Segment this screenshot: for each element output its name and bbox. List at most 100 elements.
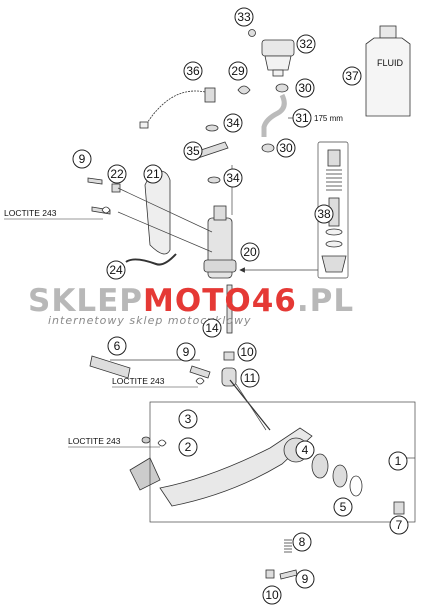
callout-number: 20 [243, 245, 257, 259]
callout-circle [202, 318, 222, 338]
clip-part [237, 85, 251, 95]
callout-5: 5 [333, 497, 353, 517]
callout-number: 10 [240, 345, 254, 359]
bearing-part [311, 453, 329, 479]
callout-35: 35 [183, 141, 203, 161]
callout-34: 34 [223, 168, 243, 188]
callout-34: 34 [223, 113, 243, 133]
callout-number: 31 [295, 111, 309, 125]
callout-number: 34 [226, 116, 240, 130]
loctite-drop-3 [157, 439, 167, 447]
callout-circle [176, 342, 196, 362]
callout-number: 14 [205, 321, 219, 335]
bolt-mid [189, 365, 211, 379]
callout-circle [72, 149, 92, 169]
callout-circle [223, 168, 243, 188]
callout-9: 9 [295, 569, 315, 589]
callout-9: 9 [176, 342, 196, 362]
callout-30: 30 [295, 78, 315, 98]
callout-number: 36 [186, 64, 200, 78]
callout-circle [388, 451, 408, 471]
callout-number: 10 [265, 588, 279, 602]
callout-number: 4 [302, 443, 309, 457]
callout-37: 37 [342, 66, 362, 86]
callout-circle [240, 242, 260, 262]
pedal-assembly-frame [149, 401, 416, 523]
callout-20: 20 [240, 242, 260, 262]
callout-33: 33 [234, 7, 254, 27]
brake-sensor-part [139, 87, 216, 129]
hose-part [261, 93, 287, 137]
callout-circle [262, 585, 282, 605]
heat-shield-part [144, 170, 171, 255]
callout-number: 1 [395, 454, 402, 468]
callout-number: 5 [340, 500, 347, 514]
callout-circle [234, 7, 254, 27]
callout-6: 6 [107, 336, 127, 356]
nut-part [111, 183, 121, 193]
callout-number: 34 [226, 171, 240, 185]
screw-part [248, 29, 256, 37]
callout-4: 4 [295, 440, 315, 460]
callout-38: 38 [314, 204, 334, 224]
watermark-logo: SKLEPMOTO46.PL [28, 283, 354, 319]
callout-circle [295, 78, 315, 98]
callout-30: 30 [276, 138, 296, 158]
callout-circle [333, 497, 353, 517]
bolt-upper-left [87, 177, 103, 185]
master-cylinder-part [203, 205, 237, 279]
callout-circle [292, 108, 312, 128]
callout-number: 3 [185, 412, 192, 426]
callout-number: 30 [298, 81, 312, 95]
seal-ring-part [349, 475, 363, 497]
callout-22: 22 [107, 164, 127, 184]
watermark-part-46: 46 [252, 283, 297, 319]
callout-36: 36 [183, 61, 203, 81]
watermark: SKLEPMOTO46.PL internetowy sklep motocyk… [28, 283, 354, 327]
callout-9: 9 [72, 149, 92, 169]
callout-number: 9 [302, 572, 309, 586]
callout-circle [292, 532, 312, 552]
callout-circle [295, 569, 315, 589]
callout-number: 8 [299, 535, 306, 549]
callout-14: 14 [202, 318, 222, 338]
tip-screw-part [141, 436, 151, 444]
callout-number: 32 [299, 37, 313, 51]
callout-32: 32 [296, 34, 316, 54]
callout-circle [183, 141, 203, 161]
callout-number: 7 [396, 518, 403, 532]
bushing-part [393, 501, 405, 515]
callout-circle [237, 342, 257, 362]
callout-circle [240, 368, 260, 388]
hose-length-label: 175 mm [314, 114, 343, 123]
callout-number: 11 [244, 371, 257, 385]
callout-circle [342, 66, 362, 86]
loctite-labels: LOCTITE 243 LOCTITE 243 LOCTITE 243 [4, 208, 198, 448]
callout-29: 29 [228, 61, 248, 81]
callout-number: 24 [109, 263, 123, 277]
pushrod-part [226, 284, 233, 334]
watermark-part-sklep: SKLEP [28, 283, 143, 319]
callout-circle [295, 440, 315, 460]
callout-number: 29 [231, 64, 245, 78]
spring-part [284, 539, 292, 553]
loctite-label-middle: LOCTITE 243 [112, 376, 165, 386]
callout-number: 22 [110, 167, 124, 181]
washer-upper [205, 124, 219, 132]
callout-number: 38 [317, 207, 331, 221]
callout-31: 31 [292, 108, 312, 128]
fluid-label: FLUID [377, 58, 404, 68]
callout-10: 10 [237, 342, 257, 362]
watermark-subtitle: internetowy sklep motocyklowy [48, 314, 252, 327]
loctite-label-upper: LOCTITE 243 [4, 208, 57, 218]
callout-number: 37 [345, 69, 359, 83]
loctite-drop-1 [101, 206, 111, 214]
callout-1: 1 [388, 451, 408, 471]
fluid-bottle [365, 25, 411, 117]
part-callouts: 1234567899910101114202122242930303132333… [72, 7, 409, 605]
callout-circle [183, 61, 203, 81]
callout-number: 9 [183, 345, 190, 359]
callout-circle [107, 336, 127, 356]
